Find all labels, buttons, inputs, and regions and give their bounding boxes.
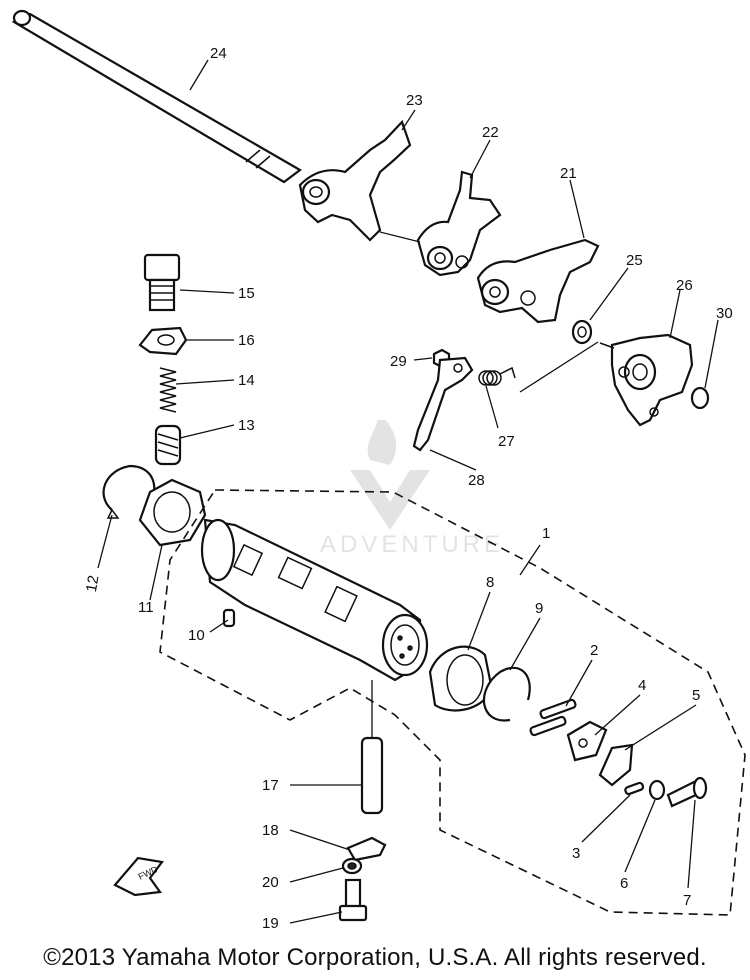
part-18-lever[interactable] bbox=[346, 836, 387, 862]
callout-16: 16 bbox=[238, 332, 255, 349]
part-27-spring[interactable] bbox=[478, 366, 516, 386]
callout-4: 4 bbox=[638, 677, 646, 694]
callout-5: 5 bbox=[692, 687, 700, 704]
part-10-pin[interactable] bbox=[222, 608, 236, 628]
part-19-bolt[interactable] bbox=[338, 878, 368, 922]
callout-8: 8 bbox=[486, 574, 494, 591]
part-7-screw[interactable] bbox=[666, 776, 708, 808]
part-17-shaft[interactable] bbox=[360, 736, 384, 815]
parts-diagram: FWD 24 bbox=[11, 9, 746, 932]
part-16-plate[interactable] bbox=[138, 326, 188, 356]
part-9-circlip[interactable] bbox=[482, 666, 531, 722]
callout-labels: 24 23 22 21 25 26 30 29 27 28 15 16 14 1… bbox=[83, 45, 733, 932]
callout-3: 3 bbox=[572, 845, 580, 862]
callout-1: 1 bbox=[542, 525, 550, 542]
part-4-plate[interactable] bbox=[566, 720, 608, 762]
part-23-shift-fork[interactable] bbox=[298, 119, 412, 242]
callout-24: 24 bbox=[210, 45, 227, 62]
part-3-pin[interactable] bbox=[624, 781, 645, 796]
callout-9: 9 bbox=[535, 600, 543, 617]
part-2-pins[interactable] bbox=[529, 698, 577, 737]
part-30-circlip[interactable] bbox=[690, 386, 710, 410]
callout-29: 29 bbox=[390, 353, 407, 370]
part-24-shift-fork-shaft[interactable] bbox=[11, 9, 302, 184]
part-20-washer[interactable] bbox=[341, 857, 363, 875]
part-25-washer[interactable] bbox=[571, 319, 593, 345]
callout-30: 30 bbox=[716, 305, 733, 322]
part-5-segment[interactable] bbox=[598, 743, 634, 787]
callout-20: 20 bbox=[262, 874, 279, 891]
callout-23: 23 bbox=[406, 92, 423, 109]
callout-13: 13 bbox=[238, 417, 255, 434]
callout-17: 17 bbox=[262, 777, 279, 794]
part-8-bearing[interactable] bbox=[428, 645, 494, 712]
callout-12: 12 bbox=[83, 574, 103, 593]
part-22-shift-fork[interactable] bbox=[416, 170, 502, 277]
callout-2: 2 bbox=[590, 642, 598, 659]
callout-25: 25 bbox=[626, 252, 643, 269]
callout-21: 21 bbox=[560, 165, 577, 182]
callout-19: 19 bbox=[262, 915, 279, 932]
callout-22: 22 bbox=[482, 124, 499, 141]
part-21-shift-fork[interactable] bbox=[476, 238, 600, 324]
callout-28: 28 bbox=[468, 472, 485, 489]
part-11-housing[interactable] bbox=[138, 478, 207, 547]
part-14-spring[interactable] bbox=[159, 367, 177, 413]
callout-26: 26 bbox=[676, 277, 693, 294]
callout-14: 14 bbox=[238, 372, 255, 389]
part-26-shift-lever[interactable] bbox=[599, 333, 694, 427]
part-6-washer[interactable] bbox=[648, 779, 666, 801]
watermark-logo: ADVENTURE bbox=[320, 420, 504, 558]
callout-10: 10 bbox=[188, 627, 205, 644]
copyright-footer: ©2013 Yamaha Motor Corporation, U.S.A. A… bbox=[43, 944, 707, 971]
callout-15: 15 bbox=[238, 285, 255, 302]
part-28-stopper-lever[interactable] bbox=[412, 356, 474, 452]
part-13-plunger[interactable] bbox=[154, 424, 182, 466]
callout-18: 18 bbox=[262, 822, 279, 839]
callout-27: 27 bbox=[498, 433, 515, 450]
part-12-circlip[interactable] bbox=[102, 464, 156, 519]
callout-11: 11 bbox=[138, 599, 154, 616]
callout-7: 7 bbox=[683, 892, 691, 909]
kit-1-outline bbox=[159, 489, 746, 916]
leader-lines bbox=[97, 59, 719, 924]
shift-drum[interactable] bbox=[200, 518, 429, 682]
part-15-bolt[interactable] bbox=[143, 253, 181, 312]
callout-6: 6 bbox=[620, 875, 628, 892]
fwd-arrow-icon: FWD bbox=[113, 856, 164, 897]
watermark-text: ADVENTURE bbox=[320, 531, 504, 558]
